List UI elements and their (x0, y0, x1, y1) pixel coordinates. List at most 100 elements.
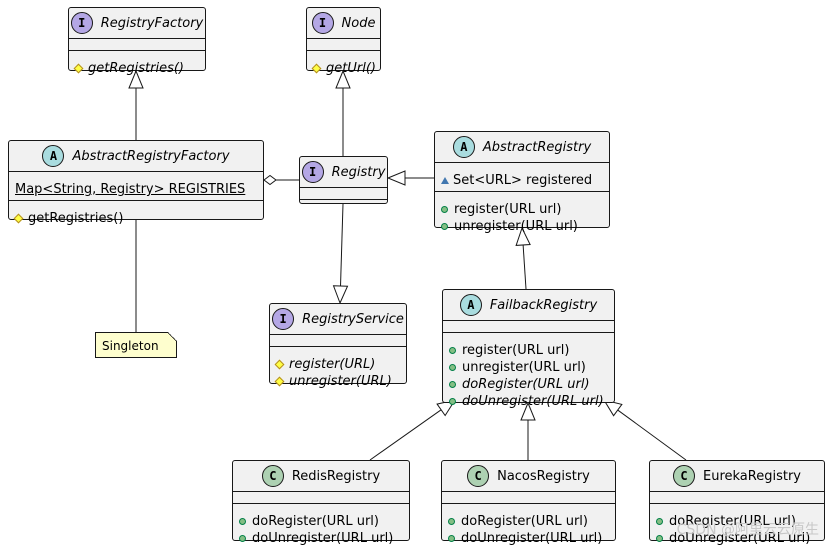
methods-compartment: doRegister(URL url) doUnregister(URL url) (650, 511, 824, 549)
methods-compartment: register(URL)unregister(URL) (270, 354, 406, 392)
watermark: CSDN @阿里云云原生 (676, 522, 819, 538)
member-text: doUnregister(URL url) (461, 531, 603, 546)
generalization-arrowhead (386, 170, 406, 186)
member-text: doUnregister(URL url) (669, 531, 811, 546)
member-text: doRegister(URL url) (462, 377, 590, 392)
class-name: RegistryService (302, 311, 404, 327)
public-visibility-icon (441, 223, 448, 230)
compartment-divider (69, 38, 205, 46)
compartment-divider (69, 50, 205, 58)
generalization-line (369, 409, 442, 461)
generalization-arrowhead (520, 401, 536, 421)
compartment-divider (270, 346, 406, 354)
methods-compartment: getRegistries() (69, 58, 205, 79)
generalization-arrowhead (128, 69, 144, 89)
registry-factory-class-box: I RegistryFactory getRegistries() (68, 7, 206, 76)
method-row: doRegister(URL url) (656, 513, 818, 530)
method-row: getUrl() (311, 60, 376, 77)
public-visibility-icon (449, 347, 456, 354)
protected-visibility-icon (13, 213, 24, 224)
generalization-line (617, 409, 687, 461)
member-text: doUnregister(URL url) (462, 394, 604, 409)
field-row: Map<String, Registry> REGISTRIES (15, 181, 257, 198)
class-name: AbstractRegistry (482, 139, 592, 155)
interface-stereotype-icon: I (272, 308, 295, 330)
singleton-note: Singleton (95, 332, 177, 358)
methods-compartment: getUrl() (307, 58, 380, 79)
interface-stereotype-icon: I (70, 12, 93, 34)
class-header: A FailbackRegistry (443, 290, 614, 320)
compartment-divider (443, 320, 614, 328)
compartment-divider (443, 332, 614, 340)
class-name: NacosRegistry (497, 468, 590, 484)
compartment-divider (650, 491, 824, 499)
public-visibility-icon (656, 535, 663, 542)
class-name: AbstractRegistryFactory (72, 148, 230, 164)
method-row: register(URL) (274, 356, 400, 373)
compartment-divider (307, 50, 380, 58)
member-text: Map<String, Registry> REGISTRIES (15, 182, 246, 197)
protected-visibility-icon (274, 376, 285, 387)
interface-stereotype-icon: I (311, 12, 334, 34)
public-visibility-icon (449, 364, 456, 371)
registry-class-box: I Registry (299, 156, 388, 204)
class-name: RegistryFactory (100, 15, 204, 31)
member-text: getUrl() (326, 61, 376, 76)
interface-stereotype-icon: I (301, 161, 324, 183)
public-visibility-icon (448, 518, 455, 525)
compartment-divider (9, 200, 263, 208)
class-header: C RedisRegistry (233, 461, 409, 491)
compartment-divider (442, 503, 615, 511)
methods-compartment (300, 207, 387, 211)
public-visibility-icon (239, 535, 246, 542)
abstract-stereotype-icon: A (459, 294, 482, 316)
public-visibility-icon (239, 518, 246, 525)
generalization-arrowhead (515, 226, 531, 246)
compartment-divider (650, 503, 824, 511)
member-text: unregister(URL url) (454, 219, 578, 234)
class-name: RedisRegistry (291, 468, 381, 484)
generalization-arrowhead (335, 69, 351, 89)
class-stereotype-icon: C (261, 465, 284, 487)
public-visibility-icon (449, 398, 456, 405)
protected-visibility-icon (73, 63, 84, 74)
class-name: Registry (331, 164, 386, 180)
method-row: doRegister(URL url) (449, 376, 608, 393)
compartment-divider (270, 334, 406, 342)
method-row: getRegistries() (73, 60, 199, 77)
method-row: register(URL url) (441, 201, 603, 218)
compartment-divider (435, 191, 609, 199)
methods-compartment: register(URL url) unregister(URL url) (435, 199, 609, 237)
compartment-divider (435, 162, 609, 170)
generalization-line (340, 203, 344, 287)
member-text: Set<URL> registered (453, 173, 593, 188)
member-text: unregister(URL) (289, 374, 392, 389)
generalization-line (522, 244, 527, 290)
protected-visibility-icon (311, 63, 322, 74)
compartment-divider (442, 491, 615, 499)
member-text: register(URL url) (454, 202, 562, 217)
public-visibility-icon (656, 518, 663, 525)
member-text: register(URL url) (462, 343, 570, 358)
class-header: I RegistryService (270, 304, 406, 334)
compartment-divider (233, 491, 409, 499)
method-row: doRegister(URL url) (239, 513, 403, 530)
member-text: doRegister(URL url) (669, 514, 796, 529)
method-row: getRegistries() (13, 210, 257, 227)
method-row: doRegister(URL url) (448, 513, 609, 530)
method-row: unregister(URL url) (449, 359, 608, 376)
compartment-divider (300, 199, 387, 207)
class-name: FailbackRegistry (489, 297, 598, 313)
member-text: getRegistries() (88, 61, 184, 76)
